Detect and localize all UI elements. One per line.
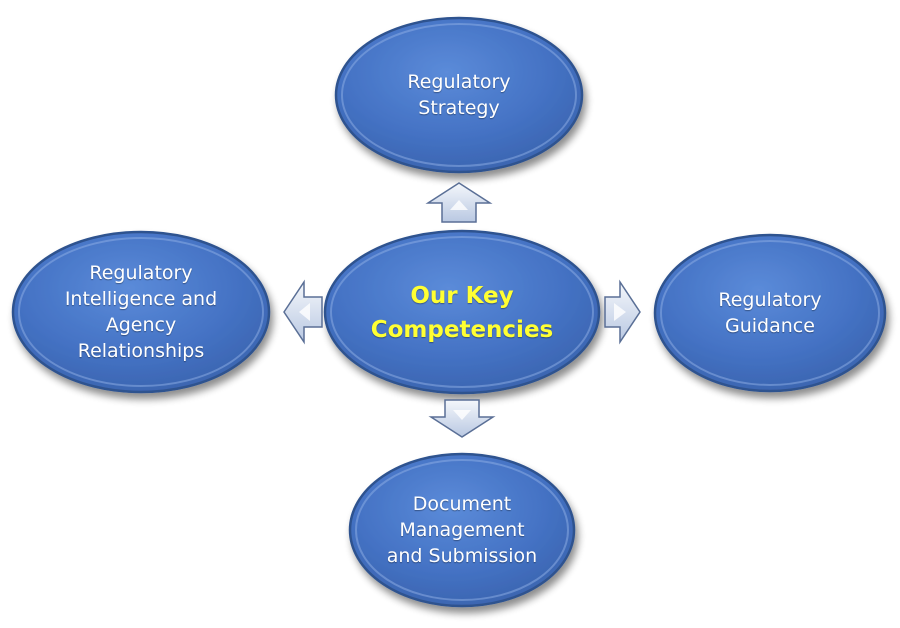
arrow-up-icon [425, 182, 493, 223]
node-top-ellipse [334, 16, 584, 174]
node-right-ellipse [653, 233, 887, 393]
node-top-label: Regulatory Strategy [407, 71, 511, 119]
arrow-right-icon [604, 279, 641, 345]
node-center-ellipse [323, 229, 601, 395]
arrow-down-icon [428, 399, 496, 438]
node-bottom-ellipse [348, 452, 576, 608]
node-left-label: Regulatory Intelligence and Agency Relat… [64, 262, 218, 362]
node-bottom-label: Document Management and Submission [386, 493, 538, 567]
node-left-ellipse [11, 230, 271, 394]
node-right-label: Regulatory Guidance [718, 289, 822, 337]
center-label: Our Key Competencies [370, 283, 554, 343]
arrow-left-icon [283, 279, 323, 345]
